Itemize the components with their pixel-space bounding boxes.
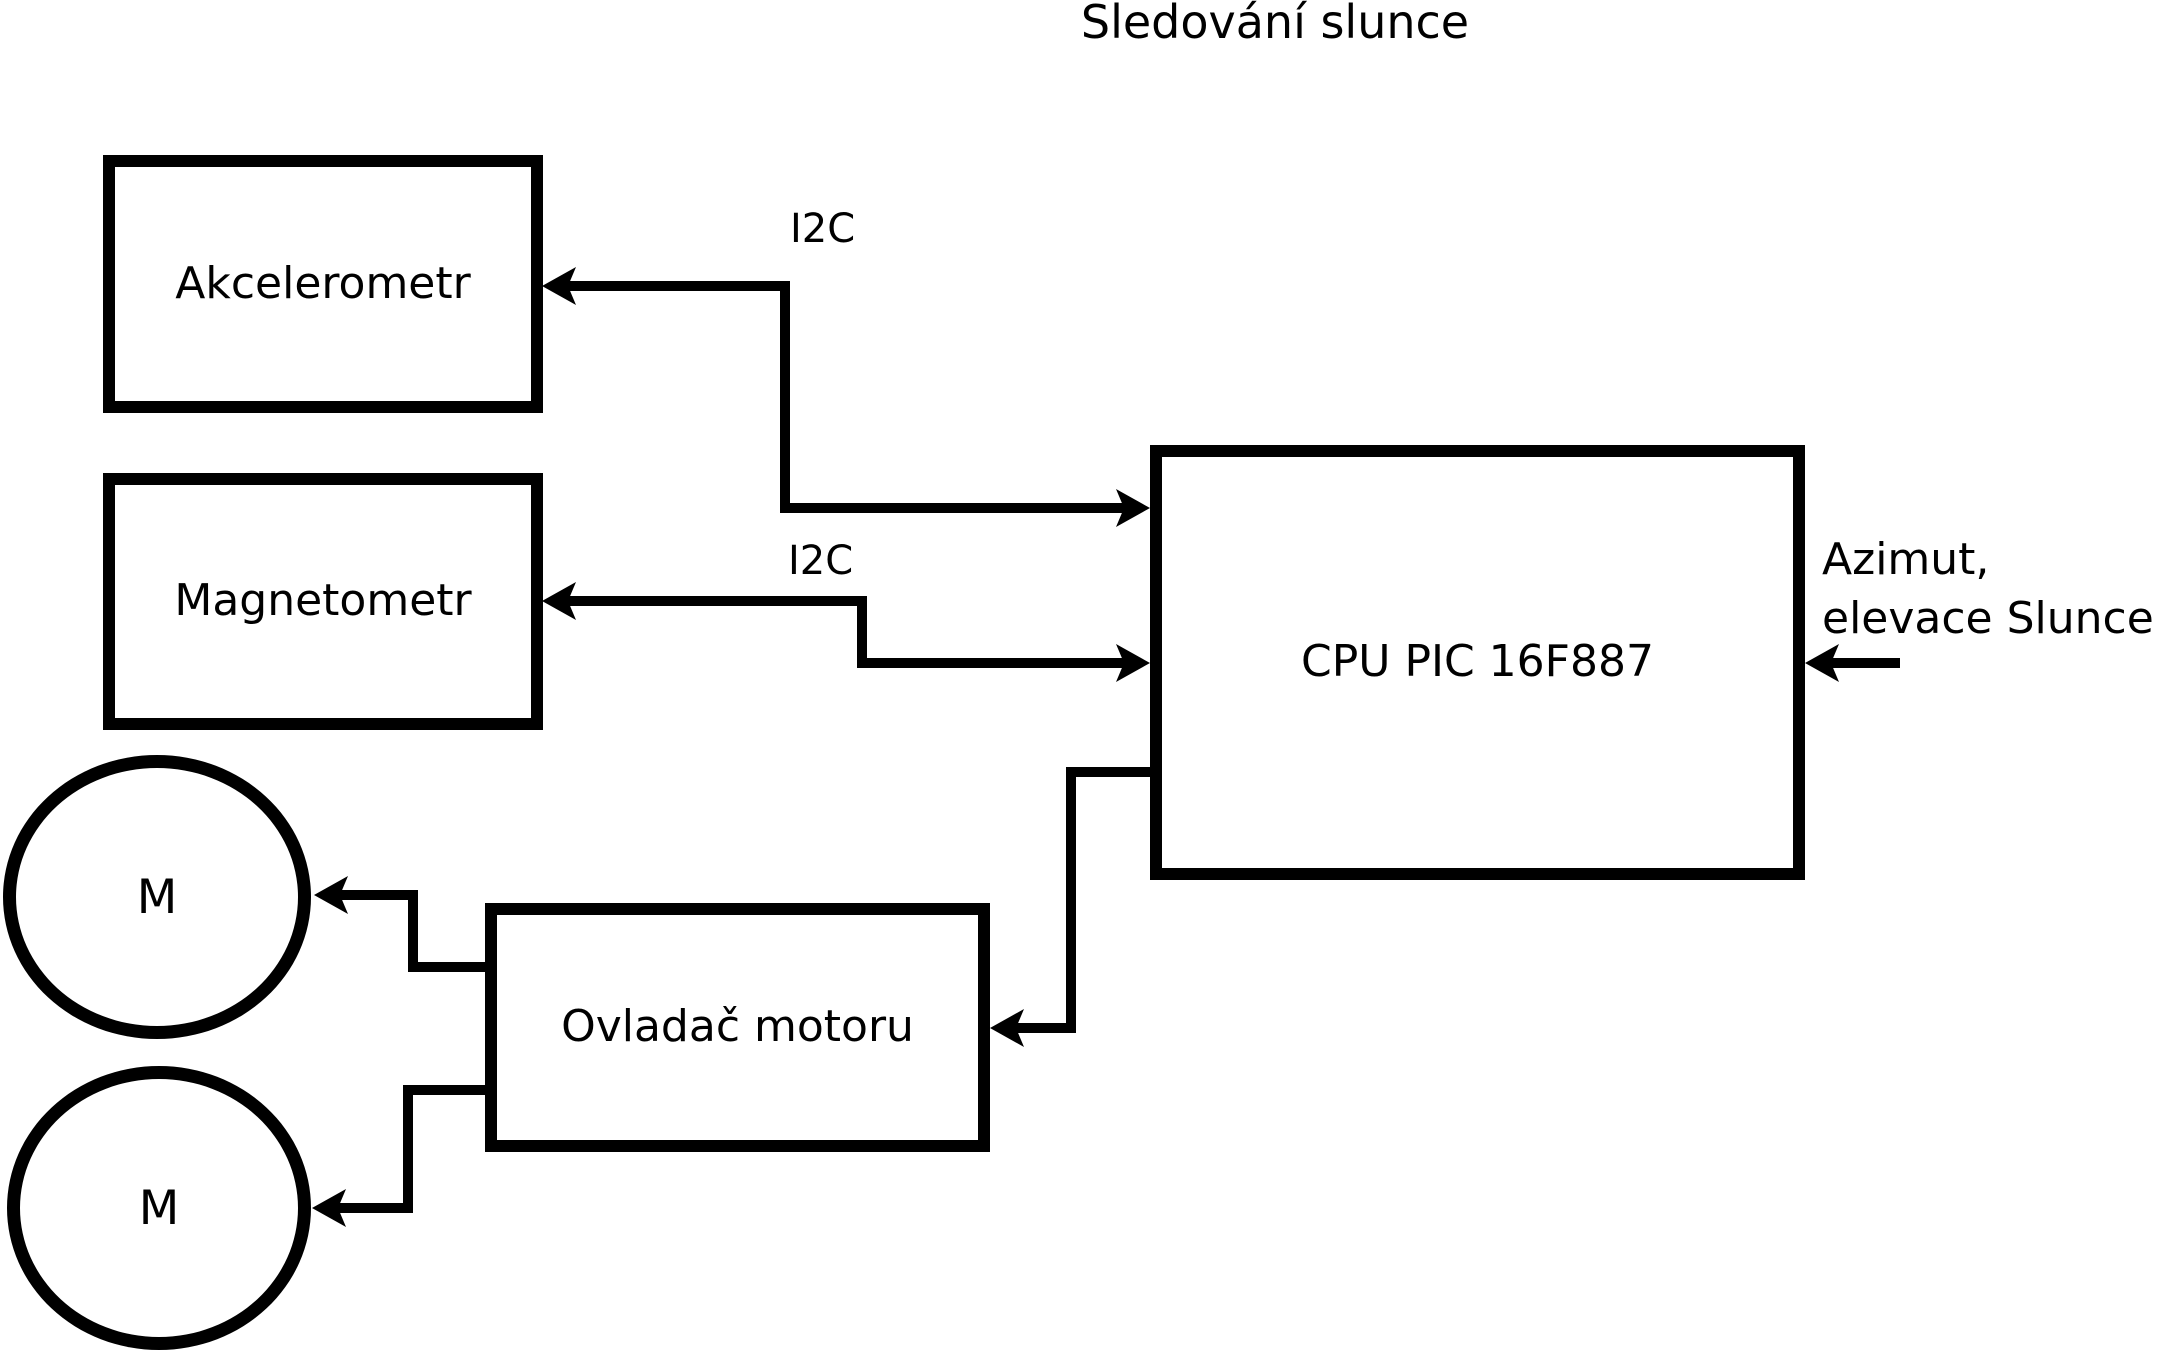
edge-cpu-ovladac-arrowhead: [990, 1009, 1024, 1047]
node-akcelerometr-label: Akcelerometr: [175, 257, 471, 309]
node-cpu-label: CPU PIC 16F887: [1301, 636, 1654, 688]
edge-ovladac-motor2-arrowhead: [312, 1189, 346, 1227]
node-ovladac-motoru-label: Ovladač motoru: [561, 1001, 914, 1053]
edge-cpu-akcelerometr-line: [566, 281, 1126, 513]
node-magnetometr: Magnetometr: [103, 473, 543, 730]
edge-label-i2c-akcelerometr: I2C: [790, 206, 856, 252]
node-motor-2: M: [7, 1066, 311, 1350]
node-magnetometr-label: Magnetometr: [174, 575, 472, 627]
edge-cpu-akcelerometr-arrowhead-right: [1116, 489, 1150, 527]
node-motor-1-label: M: [136, 869, 178, 925]
edge-ovladac-motor2-line: [336, 1085, 488, 1213]
node-motor-2-label: M: [138, 1180, 180, 1236]
edge-ovladac-motor1-arrowhead: [314, 876, 348, 914]
edge-cpu-ovladac-line: [1014, 767, 1150, 1033]
node-motor-1: M: [3, 755, 311, 1039]
node-cpu: CPU PIC 16F887: [1150, 445, 1805, 880]
annotation-azimut-line1: Azimut,: [1822, 534, 1990, 585]
edge-ovladac-motor1-line: [338, 890, 488, 972]
edge-cpu-magnetometr-arrowhead-right: [1116, 644, 1150, 682]
edge-cpu-magnetometr-arrowhead-left: [542, 582, 576, 620]
diagram-title: Sledování slunce: [1080, 0, 1470, 49]
edge-cpu-magnetometr-line: [566, 596, 1126, 668]
node-ovladac-motoru: Ovladač motoru: [485, 903, 990, 1152]
edge-label-i2c-magnetometr: I2C: [788, 538, 854, 584]
annotation-azimut-elevace: Azimut, elevace Slunce: [1822, 530, 2154, 648]
edge-azimut-input-arrowhead: [1805, 644, 1839, 682]
annotation-azimut-line2: elevace Slunce: [1822, 593, 2154, 644]
edge-cpu-akcelerometr-arrowhead-left: [542, 267, 576, 305]
node-akcelerometr: Akcelerometr: [103, 155, 543, 413]
